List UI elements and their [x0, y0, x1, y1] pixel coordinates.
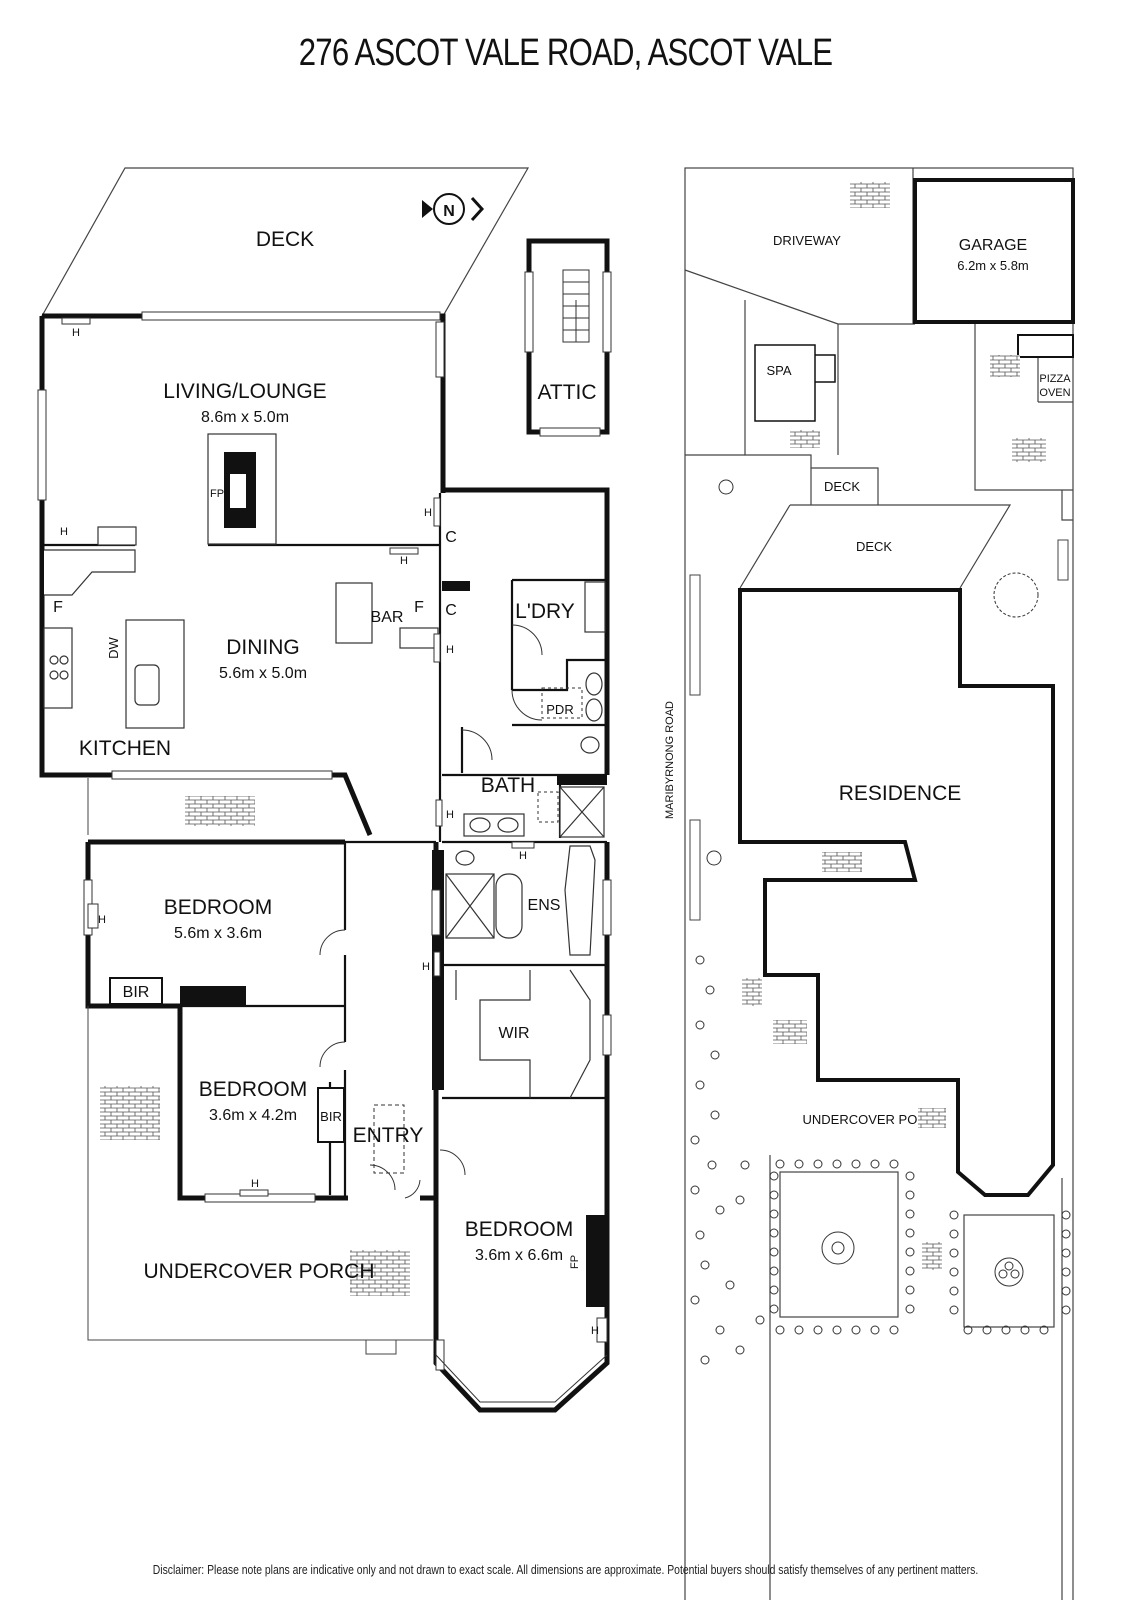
pizza-oven: PIZZA OVEN — [1017, 334, 1074, 399]
bedroom3-dim: 3.6m x 6.6m — [475, 1247, 563, 1264]
bay-window — [435, 1354, 608, 1403]
interior-walls — [44, 493, 607, 1198]
heater-markers — [61, 317, 608, 1343]
bath-label: BATH — [481, 774, 535, 797]
laundry-label: L'DRY — [515, 600, 575, 623]
fridge-label-2: F — [414, 599, 424, 616]
shrub-icon — [718, 479, 734, 495]
disclaimer: Disclaimer: Please note plans are indica… — [152, 1562, 979, 1577]
residence-outline — [738, 588, 1055, 1197]
paving-icon — [1012, 438, 1046, 462]
spa-label: SPA — [766, 363, 791, 378]
fireplace-hearth — [207, 433, 277, 545]
svg-text:H: H — [72, 327, 80, 339]
garage-label: GARAGE — [959, 237, 1027, 254]
svg-text:H: H — [591, 1325, 599, 1337]
paving-icon — [350, 1250, 410, 1296]
paving-icon — [185, 796, 255, 826]
dw-label: DW — [106, 636, 121, 658]
svg-text:H: H — [98, 914, 106, 926]
paving-icon — [773, 1020, 807, 1044]
fridge-label-1: F — [53, 599, 63, 616]
paving-icon — [100, 1086, 160, 1140]
entry-label: ENTRY — [353, 1124, 424, 1147]
residence-label: RESIDENCE — [839, 782, 962, 805]
deck-small-label: DECK — [824, 479, 860, 494]
dining-label: DINING — [226, 636, 300, 659]
living-label: LIVING/LOUNGE — [163, 380, 326, 403]
driveway-label: DRIVEWAY — [773, 233, 841, 248]
paving-icon — [822, 852, 862, 872]
kitchen-label: KITCHEN — [79, 737, 171, 760]
svg-text:N: N — [443, 203, 455, 220]
paving-icon — [990, 355, 1020, 377]
garage-dim: 6.2m x 5.8m — [957, 258, 1029, 273]
fireplace-label: FP — [210, 488, 224, 500]
attic-label: ATTIC — [537, 381, 596, 404]
site-porch-label: UNDERCOVER PORCH — [802, 1112, 945, 1127]
bedroom2-label: BEDROOM — [199, 1078, 308, 1101]
bedroom2-dim: 3.6m x 4.2m — [209, 1107, 297, 1124]
garden-dots — [690, 955, 1071, 1365]
kitchen-fittings — [43, 526, 439, 729]
cupboard-label-2: C — [445, 602, 457, 619]
svg-text:H: H — [400, 555, 408, 567]
shrub-icon — [706, 850, 722, 866]
dining-dim: 5.6m x 5.0m — [219, 665, 307, 682]
wir-label: WIR — [498, 1025, 529, 1042]
entry-mat — [373, 1104, 405, 1174]
garden-beds — [689, 539, 1069, 921]
paving-icon — [850, 182, 890, 208]
svg-text:H: H — [60, 526, 68, 538]
pdr-mat — [541, 687, 583, 719]
page-title: 276 ASCOT VALE ROAD, ASCOT VALE — [298, 32, 833, 74]
deck-label: DECK — [256, 228, 314, 251]
garage: GARAGE 6.2m x 5.8m — [913, 178, 1075, 324]
bar-label: BAR — [371, 609, 404, 626]
svg-text:BIR: BIR — [123, 984, 150, 1001]
heater-labels: H H H H H H H H H H H — [60, 327, 599, 1337]
spa: SPA — [754, 344, 836, 422]
porch-label: UNDERCOVER PORCH — [143, 1260, 374, 1283]
svg-text:PIZZA: PIZZA — [1039, 373, 1071, 385]
paving-icon — [918, 1108, 946, 1128]
cupboard-label-1: C — [445, 529, 457, 546]
paving-icon — [790, 430, 820, 448]
bedroom1-label: BEDROOM — [164, 896, 273, 919]
bir-closet-2: BIR — [317, 1087, 345, 1143]
road-label: MARIBYRNONG ROAD — [664, 701, 676, 819]
windows — [37, 271, 612, 1371]
svg-text:H: H — [446, 809, 454, 821]
bathroom-fittings — [445, 581, 606, 1099]
compass-icon: N — [422, 193, 485, 225]
bedroom3-label: BEDROOM — [465, 1218, 574, 1241]
svg-text:H: H — [424, 507, 432, 519]
fountain-icon — [821, 1231, 855, 1265]
paving-icon — [922, 1242, 942, 1270]
svg-text:BIR: BIR — [320, 1109, 342, 1124]
bir-closet-1: BIR — [109, 977, 163, 1005]
ensuite-label: ENS — [528, 897, 561, 914]
attic-stair — [562, 269, 590, 343]
svg-text:H: H — [446, 644, 454, 656]
deck-large-label: DECK — [856, 539, 892, 554]
living-dim: 8.6m x 5.0m — [201, 409, 289, 426]
fireplace-label-2: FP — [569, 1255, 581, 1269]
powder-label: PDR — [546, 702, 573, 717]
bedroom1-dim: 5.6m x 3.6m — [174, 925, 262, 942]
tree-icon — [993, 572, 1039, 1287]
svg-text:H: H — [251, 1178, 259, 1190]
paving-icon — [742, 978, 762, 1006]
porch-outline — [87, 778, 433, 1355]
svg-text:H: H — [519, 850, 527, 862]
bath-mat — [537, 791, 559, 823]
svg-text:OVEN: OVEN — [1039, 387, 1070, 399]
svg-text:H: H — [422, 961, 430, 973]
